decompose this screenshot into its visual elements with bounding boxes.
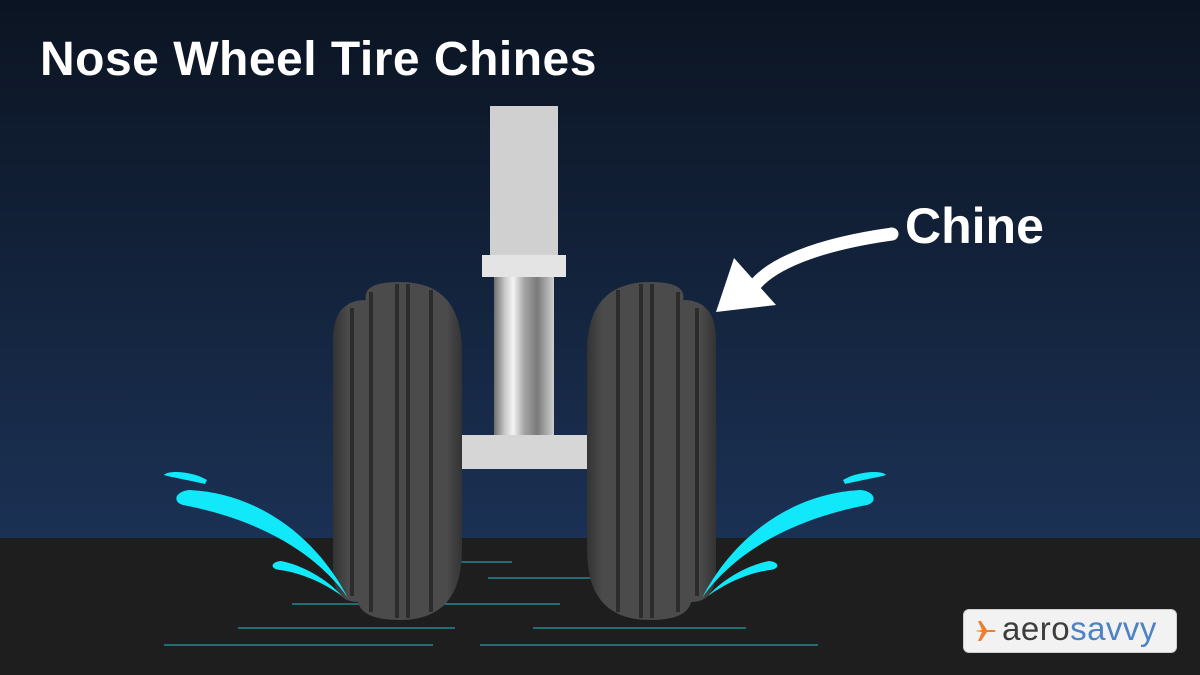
- diagram-title: Nose Wheel Tire Chines: [40, 33, 597, 86]
- logo-text: aerosavvy: [1002, 609, 1157, 649]
- water-streaks: [164, 561, 818, 646]
- airplane-icon: [975, 621, 996, 641]
- landing-gear-strut: [456, 106, 588, 469]
- water-spray-right: [702, 472, 886, 598]
- logo-text-aero: aero: [1002, 610, 1071, 647]
- strut-collar: [482, 255, 566, 277]
- water-spray-left: [164, 472, 348, 598]
- aerosavvy-logo: aerosavvy: [963, 609, 1177, 653]
- upper-strut-cylinder: [490, 106, 558, 256]
- chine-arrow: [716, 227, 899, 312]
- right-tire: [587, 282, 716, 620]
- axle: [456, 435, 588, 469]
- chine-label: Chine: [905, 198, 1044, 254]
- logo-text-savvy: savvy: [1070, 610, 1157, 647]
- left-tire: [333, 282, 462, 620]
- chrome-piston: [494, 277, 554, 437]
